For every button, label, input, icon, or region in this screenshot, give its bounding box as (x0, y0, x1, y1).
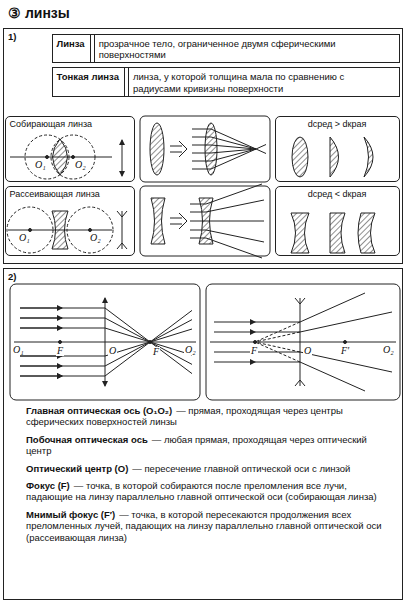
point-label: O₂ (184, 345, 197, 355)
box-text: — пересечение главной оптической оси с л… (26, 463, 394, 474)
box-text: Собирающая линза (10, 119, 93, 130)
lens-cell: Рассеивающая линза (5, 186, 135, 256)
double-bar (90, 35, 95, 63)
lens-drawing-path (192, 129, 256, 169)
lens-drawing-path (62, 308, 192, 376)
lens-drawing-line (214, 352, 255, 353)
lens-drawing-path (117, 211, 127, 249)
lens-drawing-circle (59, 341, 62, 344)
lens-drawing-circle (254, 341, 257, 344)
lens-drawing-path (256, 145, 266, 154)
box-text: dсред > dкрая (308, 119, 367, 130)
lens-drawing-circle (46, 156, 49, 159)
box-text: Главная оптическая ось (O₁O₂) (26, 405, 172, 416)
box-text: Оптический центр (O) (26, 463, 128, 474)
lens-drawing-path (358, 213, 375, 253)
lens-drawing-path (52, 211, 68, 249)
lens-drawing-path (255, 322, 300, 362)
box-text: Фокус (F) (26, 480, 70, 491)
lens-drawing-path (255, 293, 392, 391)
lens-drawing-rect (206, 284, 400, 400)
box-text: dсред < dкрая (308, 189, 367, 200)
lens-drawing-circle (149, 341, 152, 344)
point-label: O₁ (18, 233, 31, 243)
lens-drawing-line (214, 362, 255, 363)
definition-row: Тонкая линза линза, у которой толщина мал… (52, 67, 400, 97)
point-label: F (250, 346, 258, 356)
point-label: F (152, 347, 160, 357)
definition-row: Линза прозрачное тело, ограниченное двумя… (52, 34, 400, 64)
point-label: O₂ (89, 233, 102, 243)
box-text: прозрачное тело, ограниченное двумя сфер… (99, 38, 395, 61)
box-text: Рассеивающая линза (10, 189, 100, 200)
box-text: — точка, в которой пересекаются продолже… (26, 509, 394, 543)
lens-drawing-circle (29, 229, 32, 232)
lens-drawing-path (53, 139, 68, 175)
box-text: — прямая, проходящая через центры сферич… (26, 405, 394, 428)
lens-drawing-rect (10, 284, 200, 400)
lens-drawing-circle (51, 135, 95, 179)
double-bar (124, 68, 129, 96)
lens-drawing-g (7, 116, 400, 400)
box-text: — точка, в которой собираются после прел… (26, 480, 394, 503)
lens-drawing-path (151, 198, 165, 244)
lens-shapes-cell: dсред > dкрая (275, 116, 400, 182)
lens-drawing-line (20, 308, 62, 309)
lens-shapes-cell: dсред < dкрая (275, 186, 400, 256)
lens-drawing-circle (89, 229, 92, 232)
lens-drawing-line (20, 328, 62, 329)
lens-drawing-circle (344, 341, 347, 344)
lens-drawing-line (20, 318, 62, 319)
point-label: O (108, 346, 117, 356)
lens-drawing-line (20, 366, 62, 367)
point-label: F (56, 346, 64, 356)
point-label: O₁ (34, 160, 47, 170)
lens-drawing-path (295, 298, 305, 386)
box-text: линза, у которой толщина мала по сравнен… (133, 71, 395, 94)
box-text: Побочная оптическая ось (26, 434, 148, 445)
lens-drawing-line (20, 376, 62, 377)
lens-drawing-circle (25, 135, 69, 179)
section-box: 2) Главная оптическая ось (O₁O₂)— прямая,… (3, 268, 403, 600)
page-title: ③ линзы (8, 5, 70, 21)
lens-drawing-circle (72, 156, 75, 159)
point-label: O₂ (74, 160, 87, 170)
lens-drawing-rect (140, 116, 270, 182)
lens-drawing-path (190, 184, 264, 258)
lens-drawing-path (291, 213, 309, 253)
lens-drawing-line (210, 342, 396, 343)
lens-drawing-path (330, 213, 345, 253)
lens-drawing-path (364, 137, 373, 177)
point-label: O₂ (382, 345, 395, 355)
lens-drawing-circle (67, 207, 113, 253)
box-text: Мнимый фокус (F′) (26, 509, 115, 520)
lens-cell: Собирающая линза (5, 116, 135, 182)
section-box: 1) Линза прозрачное тело, ограниченное дву… (3, 28, 403, 264)
box-text: 1) (8, 31, 16, 42)
lens-drawing-path (170, 141, 187, 157)
lens-drawing-ellipse (150, 123, 164, 175)
lens-drawing-path (330, 137, 339, 177)
lens-drawing-ellipse (292, 137, 308, 177)
box-text: Тонкая линза (57, 71, 119, 82)
box-text: Линза (57, 38, 85, 49)
lens-drawing-line (214, 332, 255, 333)
point-label: F′ (340, 346, 350, 356)
lens-drawing-line (214, 322, 255, 323)
point-label: O (303, 346, 312, 356)
lens-drawing-line (122, 140, 123, 176)
lens-drawing-circle (7, 207, 53, 253)
box-text: — любая прямая, проходящая через оптичес… (26, 434, 394, 457)
lens-drawing-path (170, 213, 187, 229)
box-text: 2) (8, 271, 16, 282)
lens-drawing-path (20, 308, 62, 376)
lens-drawing-line (105, 298, 106, 386)
point-label: O₁ (12, 345, 25, 355)
